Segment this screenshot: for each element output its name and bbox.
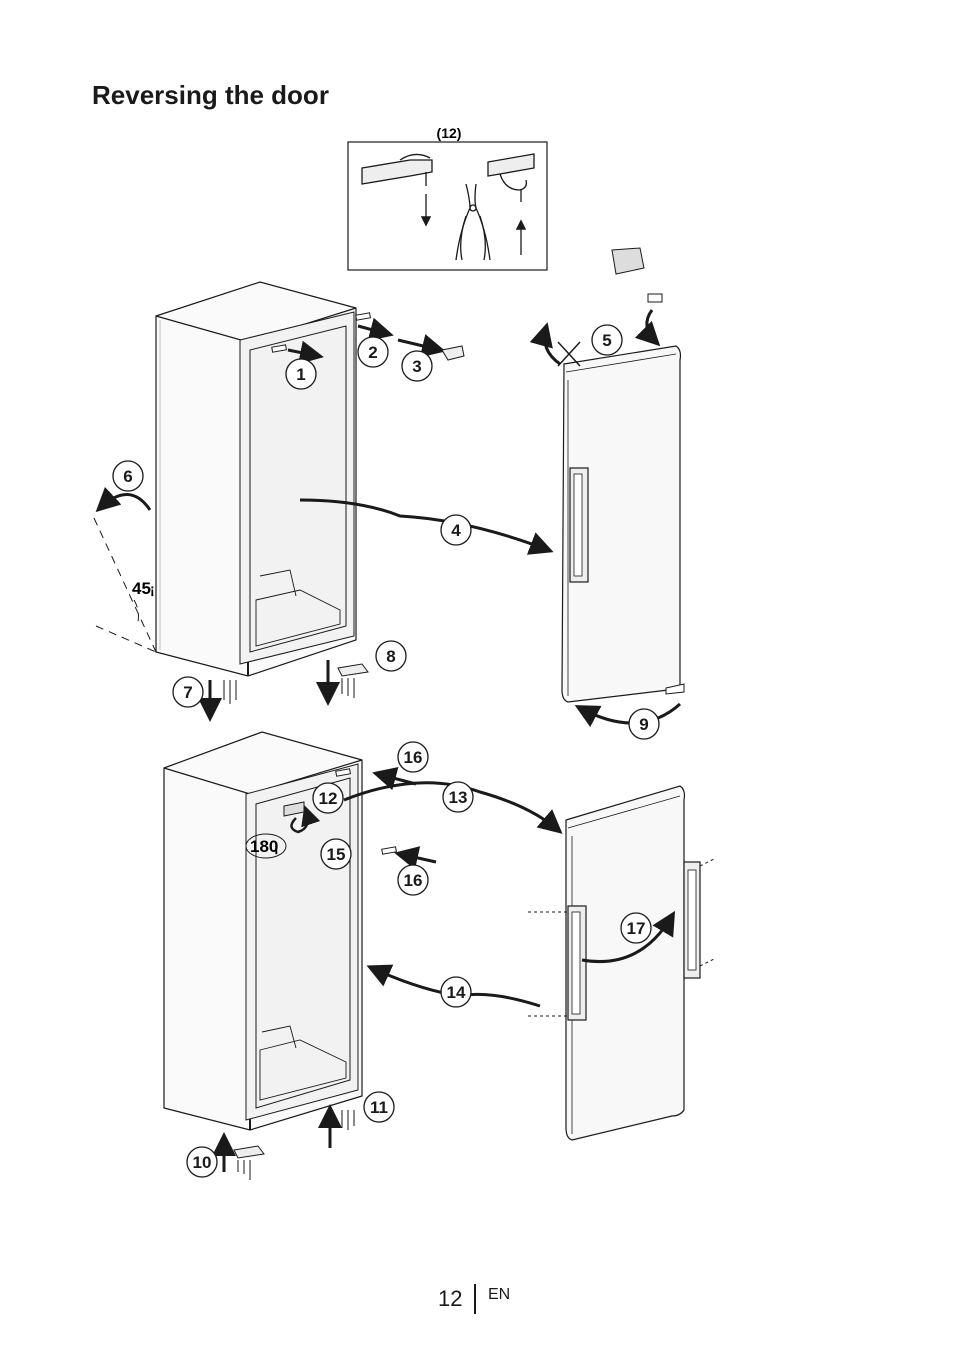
svg-text:13: 13 <box>449 788 468 807</box>
step-17: 17 <box>620 912 652 944</box>
bottom-hinge-icon <box>337 663 369 677</box>
step-9: 9 <box>628 708 660 740</box>
step-3: 3 <box>401 350 433 382</box>
step-16-bottom: 16 <box>397 864 429 896</box>
hinge-left-icon <box>361 153 433 227</box>
svg-text:9: 9 <box>639 715 648 734</box>
step-13: 13 <box>442 781 474 813</box>
step-7: 7 <box>172 676 204 708</box>
door-handle-icon <box>683 857 717 979</box>
svg-text:11: 11 <box>370 1098 388 1117</box>
step-4: 4 <box>440 514 472 546</box>
arrow-step-16-bottom <box>394 846 437 870</box>
hinge-right-icon <box>487 153 535 255</box>
svg-text:16: 16 <box>404 871 423 890</box>
arrow-step-6 <box>95 486 152 513</box>
footer-divider <box>474 1284 476 1314</box>
top-hinge-icon <box>441 345 465 361</box>
fridge-door-top <box>561 345 682 703</box>
hole-cover-icon <box>647 293 663 303</box>
svg-text:17: 17 <box>627 919 646 938</box>
svg-text:4: 4 <box>451 521 461 540</box>
svg-text:14: 14 <box>447 983 466 1002</box>
svg-text:8: 8 <box>386 647 395 666</box>
accessory-bag-icon <box>611 247 645 275</box>
degree-icon: ¡ <box>150 581 155 597</box>
hinge-pliers-inset: (12) <box>347 125 548 271</box>
svg-text:7: 7 <box>183 683 192 702</box>
svg-text:15: 15 <box>327 845 346 864</box>
pliers-icon <box>455 183 491 261</box>
language-code: EN <box>488 1286 511 1303</box>
svg-text:6: 6 <box>123 467 132 486</box>
arrow-rotate-180 <box>290 805 321 834</box>
angle-180-label: 180 <box>250 837 278 856</box>
arrow-step-13 <box>343 781 563 834</box>
fridge-cabinet-top <box>155 281 357 677</box>
degree-icon-180: ¡ <box>274 839 279 855</box>
svg-text:5: 5 <box>602 331 611 350</box>
step-11: 11 <box>363 1091 395 1123</box>
step-14: 14 <box>440 976 472 1008</box>
arrow-step-3 <box>397 334 446 358</box>
step-1: 1 <box>285 358 317 390</box>
step-10: 10 <box>186 1146 218 1178</box>
svg-text:12: 12 <box>319 789 338 808</box>
svg-text:3: 3 <box>412 357 421 376</box>
arrow-step-2 <box>357 317 394 341</box>
svg-text:16: 16 <box>404 748 423 767</box>
arrow-step-5b <box>634 309 661 347</box>
page-title: Reversing the door <box>92 80 329 110</box>
door-open-angle <box>93 517 157 653</box>
svg-text:10: 10 <box>193 1153 212 1172</box>
angle-45-label: 45 <box>132 579 151 598</box>
arrow-step-1 <box>287 340 324 365</box>
step-6: 6 <box>112 460 144 492</box>
step-5: 5 <box>591 324 623 356</box>
fridge-door-bottom <box>528 785 686 1141</box>
step-2: 2 <box>357 336 389 368</box>
step-labels: 1 2 3 4 5 6 7 8 9 10 11 12 13 14 15 16 1… <box>112 324 660 1178</box>
page-number: 12 <box>438 1286 463 1311</box>
svg-text:2: 2 <box>368 343 377 362</box>
step-16-top: 16 <box>397 741 429 773</box>
arrow-step-17 <box>581 910 676 964</box>
arrow-step-5 <box>529 322 561 366</box>
inset-label: (12) <box>437 125 462 141</box>
step-8: 8 <box>375 640 407 672</box>
step-12: 12 <box>312 782 344 814</box>
svg-text:1: 1 <box>296 365 305 384</box>
step-15: 15 <box>320 838 352 870</box>
arrow-step-4 <box>299 498 554 555</box>
